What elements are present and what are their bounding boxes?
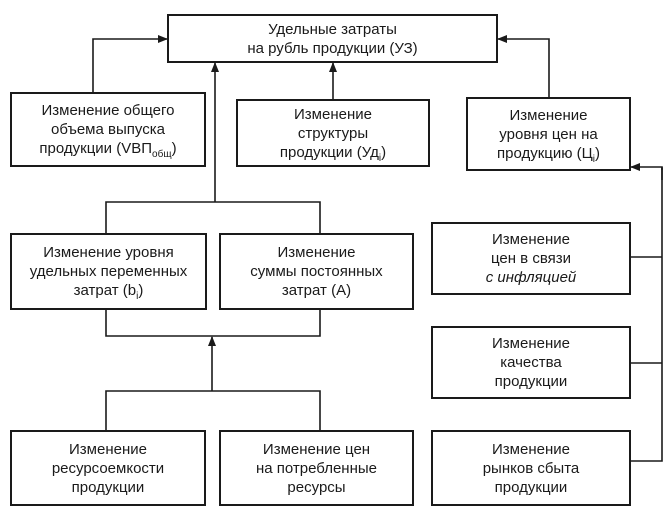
box-uroven-cen-line2: уровня цен на	[499, 125, 598, 143]
connector-group-bracket-top	[105, 201, 321, 233]
vbp-line3-suffix: )	[171, 140, 177, 157]
box-resursoemkost: Изменение ресурсоемкости продукции	[10, 430, 206, 506]
connector-bi-a-bracket	[105, 310, 321, 337]
bi-line3-prefix: затрат (b	[73, 282, 137, 299]
box-postoyannye-zatraty-line2: суммы постоянных	[250, 263, 383, 280]
box-obem-vypuska-line1: Изменение общего	[41, 102, 175, 119]
box-rynki-sbyta-line2: рынков сбыта	[482, 459, 580, 477]
connector-bottom-bracket	[105, 390, 321, 430]
box-uroven-cen-line1: Изменение	[509, 106, 588, 124]
connector-right-trunk	[631, 167, 663, 462]
ud-line3-prefix: продукции (Уд	[279, 143, 379, 161]
box-resursoemkost-line1: Изменение	[69, 440, 147, 458]
box-postoyannye-zatraty: Изменение суммы постоянных затрат (A)	[219, 233, 414, 310]
box-peremennye-zatraty-line3: затрат (bi)	[73, 281, 144, 302]
box-uroven-cen-line3: продукцию (Цi)	[496, 144, 600, 165]
box-inflyaciya-line1: Изменение	[492, 231, 570, 248]
box-inflyaciya-line3: с инфляцией	[485, 269, 577, 286]
ud-line3-sub: i	[378, 152, 382, 164]
box-ceny-resursov-line1: Изменение цен	[262, 440, 371, 458]
box-inflyaciya: Изменение цен в связи с инфляцией	[431, 222, 631, 295]
box-obem-vypuska-line3: продукции (VBПобщ)	[39, 139, 177, 160]
connector-vbp-to-uz	[92, 35, 168, 92]
ceny-line3-sub: i	[592, 153, 595, 165]
box-struktura-line2: структуры	[297, 124, 369, 142]
box-udelnye-zatraty: Удельные затраты на рубль продукции (УЗ)	[167, 14, 498, 63]
box-uroven-cen: Изменение уровня цен на продукцию (Цi)	[466, 97, 631, 171]
vbp-line3-sub: общ	[152, 149, 172, 160]
box-postoyannye-zatraty-line3: затрат (A)	[281, 282, 352, 299]
ceny-line3-suffix: )	[595, 144, 600, 162]
box-rynki-sbyta-line1: Изменение	[492, 440, 570, 458]
box-peremennye-zatraty-line1: Изменение уровня	[43, 244, 174, 261]
box-ceny-resursov: Изменение цен на потребленные ресурсы	[219, 430, 414, 506]
box-kachestvo: Изменение качества продукции	[431, 326, 631, 399]
box-obem-vypuska: Изменение общего объема выпуска продукци…	[10, 92, 206, 167]
box-kachestvo-line1: Изменение	[492, 335, 570, 352]
box-kachestvo-line3: продукции	[494, 373, 568, 390]
box-inflyaciya-line2: цен в связи	[490, 250, 572, 267]
ud-line3-suffix: )	[381, 143, 387, 161]
box-obem-vypuska-line2: объема выпуска	[51, 121, 165, 138]
box-peremennye-zatraty: Изменение уровня удельных переменных зат…	[10, 233, 207, 310]
box-struktura-line1: Изменение	[294, 105, 372, 123]
connector-ceny-to-uz	[497, 35, 550, 97]
box-ceny-resursov-line3: ресурсы	[287, 478, 346, 496]
box-kachestvo-line2: качества	[500, 354, 562, 371]
box-rynki-sbyta: Изменение рынков сбыта продукции	[431, 430, 631, 506]
vbp-line3-prefix: продукции (VBП	[39, 140, 153, 157]
box-peremennye-zatraty-line2: удельных переменных	[29, 263, 188, 280]
bi-line3-sub: i	[136, 291, 139, 302]
bi-line3-suffix: )	[138, 282, 144, 299]
box-resursoemkost-line3: продукции	[71, 478, 145, 496]
box-resursoemkost-line2: ресурсоемкости	[51, 459, 165, 477]
connector-right-trunk-arrow	[630, 163, 663, 180]
box-udelnye-zatraty-line1: Удельные затраты	[268, 20, 397, 38]
box-udelnye-zatraty-line2: на рубль продукции (УЗ)	[247, 39, 418, 57]
box-ceny-resursov-line2: на потребленные	[255, 459, 378, 477]
box-postoyannye-zatraty-line1: Изменение	[277, 244, 356, 261]
box-struktura: Изменение структуры продукции (Удi)	[236, 99, 430, 167]
ceny-line3-prefix: продукцию (Ц	[496, 144, 593, 162]
box-rynki-sbyta-line3: продукции	[494, 478, 568, 496]
box-struktura-line3: продукции (Удi)	[279, 143, 387, 164]
